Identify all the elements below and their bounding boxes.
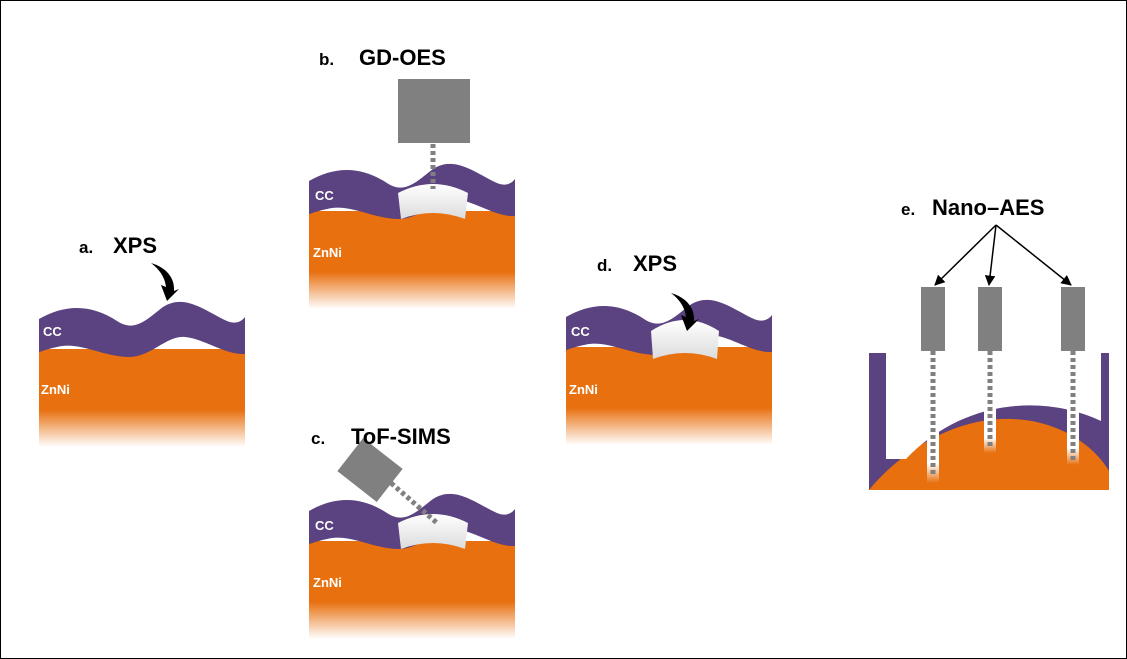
panel-e: e. Nano–AES (869, 195, 1109, 490)
sample-a (39, 301, 245, 447)
sample-d (566, 299, 772, 445)
curved-arrow-icon (151, 263, 179, 301)
panel-b: CC ZnNi b. GD-OES (309, 45, 515, 309)
panel-a-letter: a. (79, 238, 93, 257)
substrate-label-d: ZnNi (569, 382, 598, 397)
arrow-icon (995, 224, 1072, 286)
coating-label-b: CC (315, 188, 334, 203)
sample-b (309, 163, 515, 309)
crater-b (398, 184, 468, 219)
panel-e-letter: e. (901, 200, 915, 219)
panel-e-title: Nano–AES (932, 195, 1044, 220)
panel-a-title: XPS (113, 233, 157, 258)
panel-b-letter: b. (319, 50, 334, 69)
substrate-label-b: ZnNi (313, 245, 342, 260)
arrow-icon (934, 224, 997, 286)
panel-d-letter: d. (597, 256, 612, 275)
panel-d: CC ZnNi d. XPS (566, 251, 772, 445)
substrate-label-a: ZnNi (41, 382, 70, 397)
curved-arrow-icon (671, 293, 699, 331)
panel-c-letter: c. (311, 429, 325, 448)
sample-c (309, 493, 515, 639)
probe-block-icon (1061, 287, 1085, 351)
panel-c-title: ToF-SIMS (351, 424, 451, 449)
crater-c (398, 514, 468, 549)
probe-block-icon (978, 287, 1002, 351)
coating-label-a: CC (43, 324, 62, 339)
panel-d-title: XPS (633, 251, 677, 276)
probe-block-icon (921, 287, 945, 351)
panel-b-title: GD-OES (359, 45, 446, 70)
probe-block-icon (337, 438, 403, 502)
crater-d (651, 320, 719, 359)
panel-c: CC ZnNi c. ToF-SIMS (309, 424, 515, 639)
substrate-label-c: ZnNi (313, 575, 342, 590)
coating-label-c: CC (315, 518, 334, 533)
arrow-icon (984, 224, 997, 287)
coating-label-d: CC (571, 324, 590, 339)
beam-line (389, 481, 439, 525)
probe-block-icon (398, 79, 470, 143)
panel-a: CC ZnNi a. XPS (39, 233, 245, 447)
